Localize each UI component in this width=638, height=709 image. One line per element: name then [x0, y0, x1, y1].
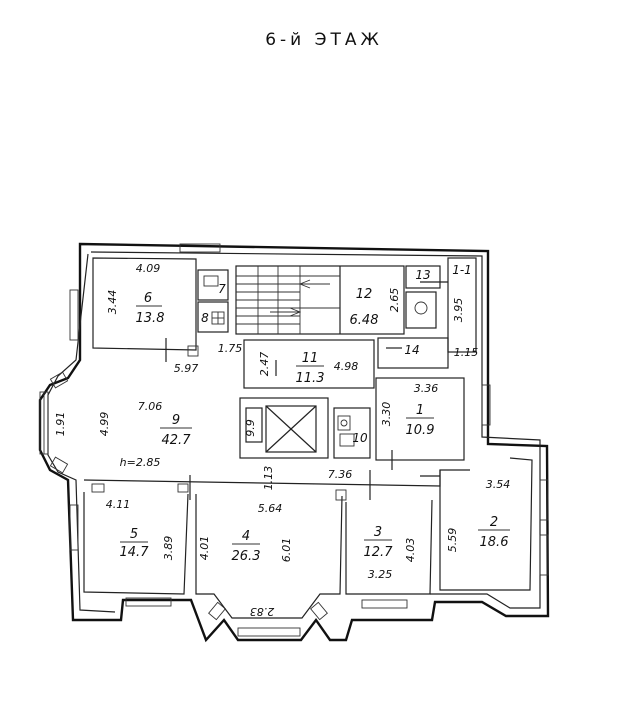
dim-label: 5.97 [174, 362, 199, 375]
dim-label: 4.09 [136, 262, 161, 275]
room-1-number: 1 [416, 403, 424, 418]
room-11-area: 11.3 [296, 371, 325, 386]
room-12-number: 12 [356, 287, 373, 302]
room-7-number: 7 [218, 282, 226, 296]
dim-label: 7.06 [138, 400, 163, 413]
dim-label: 4.99 [98, 412, 111, 437]
floor-title: 6-й ЭТАЖ [265, 30, 383, 50]
room-3-number: 3 [374, 525, 382, 540]
room-5-area: 14.7 [120, 545, 150, 560]
dim-label: 2.83 [250, 605, 275, 618]
room-3-area: 12.7 [364, 545, 394, 560]
ceiling-height: h=2.85 [120, 456, 161, 469]
room-4-area: 26.3 [232, 549, 261, 564]
dim-label: 5.59 [446, 528, 459, 553]
staircase [236, 266, 340, 334]
dimension-labels: 4.09 3.44 1.75 5.97 7.06 4.99 1.91 9.9 2… [54, 262, 510, 618]
dim-label: 3.36 [414, 382, 439, 395]
dim-label: 9.9 [244, 419, 257, 437]
dim-label: 3.25 [368, 568, 393, 581]
room-12-area: 6.48 [350, 313, 379, 328]
partitions [83, 257, 533, 619]
dim-label: 1.75 [218, 342, 243, 355]
room-8-number: 8 [201, 311, 209, 325]
dim-label: 1.13 [262, 466, 275, 491]
room-5-number: 5 [130, 527, 138, 542]
dim-label: 3.89 [162, 536, 175, 561]
dim-label: 2.47 [258, 352, 271, 377]
dim-label: 7.36 [328, 468, 353, 481]
room-6-area: 13.8 [136, 311, 165, 326]
dim-label: 3.44 [106, 290, 119, 315]
dim-label: 4.98 [334, 360, 359, 373]
room-9-area: 42.7 [162, 433, 192, 448]
dim-label: 3.95 [452, 298, 465, 323]
room-4-number: 4 [242, 529, 250, 544]
room-13-number: 13 [415, 268, 430, 282]
dim-label: 3.30 [380, 402, 393, 427]
room-14-number: 14 [404, 343, 419, 357]
room-2-number: 2 [490, 515, 498, 530]
room-10-number: 10 [352, 431, 368, 445]
room-9-number: 9 [172, 413, 180, 428]
room-6-number: 6 [144, 291, 152, 306]
dim-label: 2.65 [388, 288, 401, 313]
dim-label: 4.01 [198, 536, 211, 561]
room-labels: 6 13.8 7 8 12 6.48 13 1-1 14 11 11.3 9 4… [120, 263, 510, 564]
windows [39, 243, 549, 637]
dim-label: 1.15 [454, 346, 479, 359]
dim-label: 4.11 [106, 498, 131, 511]
dim-label: 6.01 [280, 538, 293, 563]
room-2-area: 18.6 [480, 535, 509, 550]
room-11-number: 11 [302, 351, 319, 366]
dim-label: 1.91 [54, 412, 67, 437]
dim-label: 4.03 [404, 538, 417, 563]
dim-label: 5.64 [258, 502, 283, 515]
room-15-number: 1-1 [452, 263, 472, 277]
room-1-area: 10.9 [406, 423, 435, 438]
dim-label: 3.54 [486, 478, 511, 491]
